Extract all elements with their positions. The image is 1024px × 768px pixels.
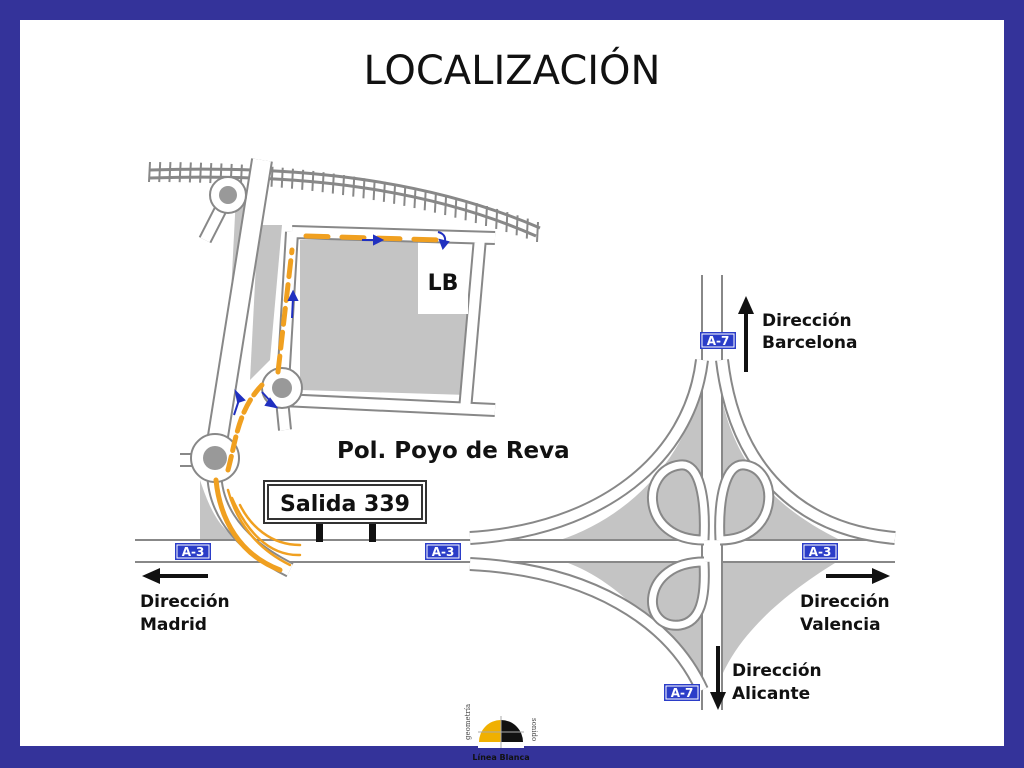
svg-text:A-7: A-7: [671, 686, 694, 700]
railway-tie: [301, 169, 305, 190]
brand-logo: Línea Blanca geometría sonido: [464, 704, 538, 762]
logo-right-text: sonido: [530, 718, 538, 741]
svg-text:Valencia: Valencia: [800, 615, 881, 635]
railway-tie: [403, 185, 407, 206]
estate-label: Pol. Poyo de Reva: [337, 438, 570, 464]
railway-tie: [413, 187, 417, 209]
svg-text:Dirección: Dirección: [140, 592, 230, 612]
arrow-right-icon: [826, 568, 890, 584]
railway-tie: [423, 190, 427, 211]
roads: [135, 158, 896, 710]
railway-tie: [342, 175, 345, 196]
railway-tie: [311, 170, 315, 191]
railway-tie: [188, 162, 192, 183]
svg-text:Dirección: Dirección: [762, 311, 852, 331]
svg-text:A-3: A-3: [432, 545, 455, 559]
road-shields: A-3 A-3 A-3 A-7 A-7: [175, 332, 838, 701]
shield-a3-right: A-3: [802, 543, 838, 560]
slide: [20, 20, 1004, 746]
railway-tie: [372, 179, 376, 201]
svg-text:Barcelona: Barcelona: [762, 333, 858, 353]
railway-tie: [362, 178, 366, 199]
destination-arrows: [142, 296, 890, 710]
railway-tie: [270, 166, 274, 187]
shield-a3-left: A-3: [175, 543, 211, 560]
svg-text:A-7: A-7: [707, 334, 730, 348]
railway-tie: [505, 212, 509, 233]
railway-tie: [515, 215, 519, 236]
svg-text:A-3: A-3: [182, 545, 205, 559]
railway-tie: [474, 203, 478, 224]
railway-tie: [536, 221, 539, 243]
exit-sign: Salida 339: [263, 480, 427, 524]
shield-a7-top: A-7: [700, 332, 736, 349]
railway-tie: [199, 162, 203, 183]
railway-tie: [321, 172, 325, 193]
route-path: [213, 233, 443, 573]
railway: [148, 161, 541, 243]
arrow-down-icon: [710, 646, 726, 710]
direction-labels: Dirección Barcelona Dirección Madrid Dir…: [140, 311, 890, 704]
railway-tie: [525, 218, 529, 239]
railway-tie: [148, 161, 151, 183]
shield-a7-bottom: A-7: [664, 684, 700, 701]
railway-tie: [352, 176, 356, 197]
logo-left-text: geometría: [464, 704, 472, 740]
arrow-left-icon: [142, 568, 208, 584]
railway-tie: [444, 195, 448, 216]
railway-tie: [495, 208, 499, 230]
railway-tie: [484, 205, 488, 227]
svg-text:Alicante: Alicante: [732, 684, 810, 704]
svg-text:Dirección: Dirección: [800, 592, 890, 612]
shield-a3-center: A-3: [425, 543, 461, 560]
direction-arrows: [233, 231, 450, 416]
lb-plot: [418, 262, 468, 314]
railway-tie: [158, 161, 162, 183]
railway-tie: [239, 164, 243, 185]
railway-tie: [454, 197, 458, 218]
railway-tie: [464, 200, 468, 221]
railway-tie: [331, 173, 335, 194]
exit-sign-text: Salida 339: [280, 492, 410, 517]
railway-tie: [382, 181, 386, 202]
exit-sign-posts: [316, 522, 376, 542]
svg-text:Madrid: Madrid: [140, 615, 207, 635]
logo-brand: Línea Blanca: [472, 753, 529, 762]
page-title: LOCALIZACIÓN: [363, 48, 661, 94]
railway-tie: [393, 183, 397, 204]
company-label: LB: [428, 271, 459, 296]
arrow-up-icon: [738, 296, 754, 372]
svg-text:A-3: A-3: [809, 545, 832, 559]
railway-tie: [178, 162, 182, 183]
railway-tie: [433, 192, 437, 213]
railway-tie: [280, 167, 284, 188]
railway-tie: [290, 168, 294, 189]
railway-tie: [168, 162, 172, 183]
railway-tie: [209, 162, 213, 184]
svg-text:Dirección: Dirección: [732, 661, 822, 681]
